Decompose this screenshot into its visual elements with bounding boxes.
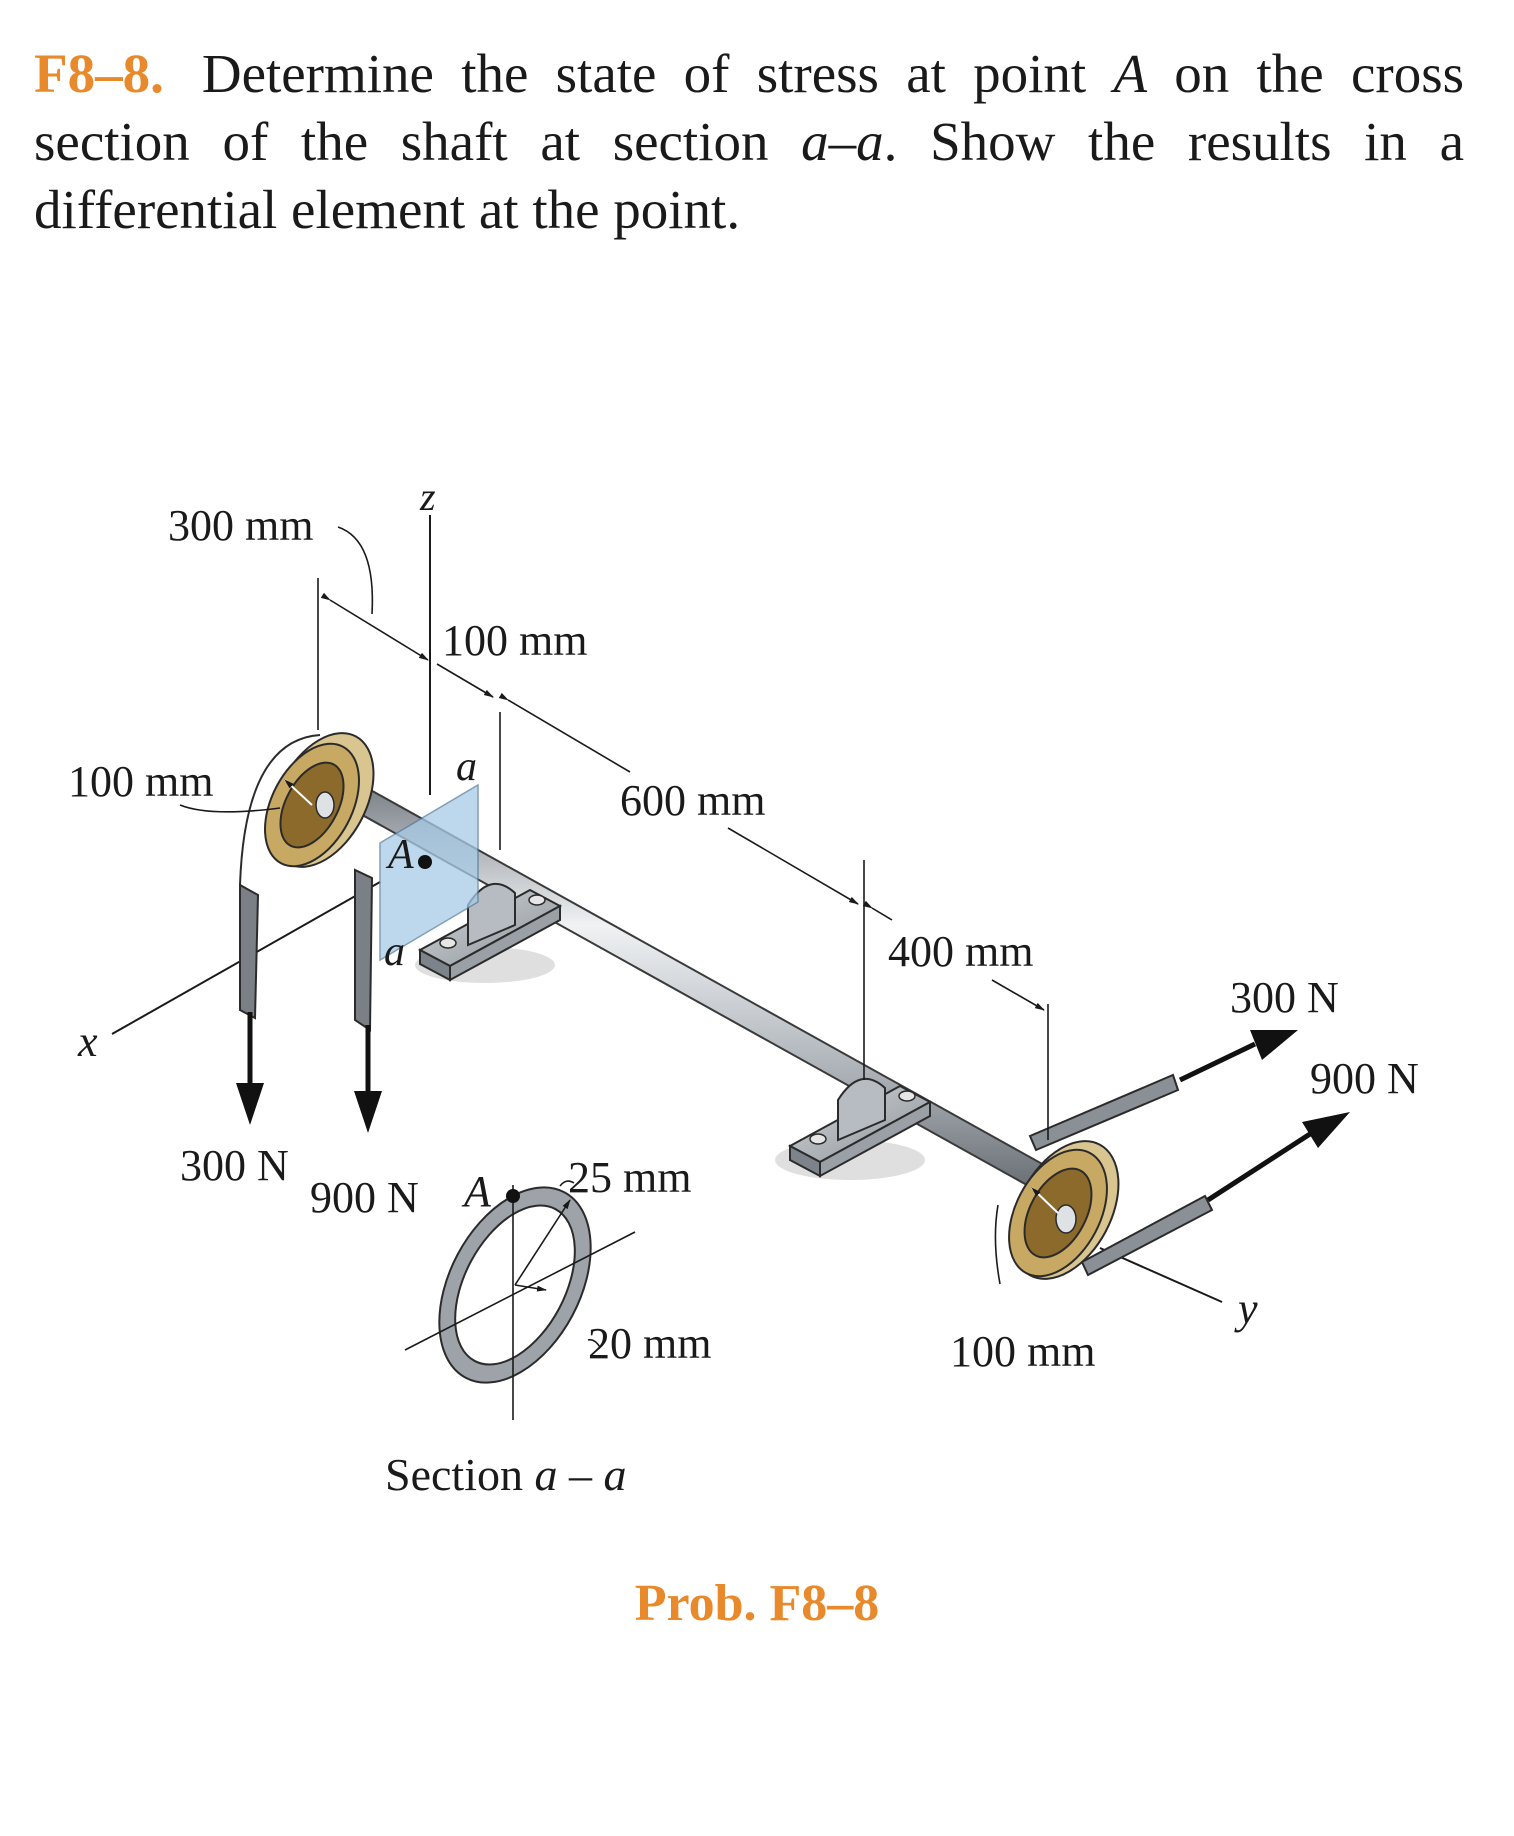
label-axis-x: x bbox=[77, 1017, 98, 1066]
label-300mm-top: 300 mm bbox=[168, 501, 313, 550]
dim-line-300mm bbox=[320, 592, 429, 661]
diagram-labels: 300 mm 100 mm 100 mm 600 mm 400 mm 100 m… bbox=[68, 474, 1419, 1500]
label-900n-left: 900 N bbox=[310, 1173, 419, 1222]
label-300n-left: 300 N bbox=[180, 1141, 289, 1190]
left-pulley bbox=[264, 732, 375, 868]
label-axis-y: y bbox=[1234, 1284, 1258, 1333]
problem-point-label: A bbox=[1113, 43, 1148, 104]
problem-text-2: on the cross section of the shaft at sec… bbox=[34, 43, 1464, 172]
cross-section-view bbox=[404, 1180, 636, 1420]
dimension-lines bbox=[179, 526, 1049, 1285]
problem-statement: F8–8. Determine the state of stress at po… bbox=[34, 40, 1464, 244]
label-400mm: 400 mm bbox=[888, 927, 1033, 976]
right-belt bbox=[1028, 1073, 1214, 1277]
label-100mm-right: 100 mm bbox=[950, 1327, 1095, 1376]
left-belt bbox=[239, 734, 374, 1032]
point-a-dot bbox=[418, 855, 432, 869]
label-100mm-left: 100 mm bbox=[68, 757, 213, 806]
label-300n-right: 300 N bbox=[1230, 973, 1339, 1022]
label-900n-right: 900 N bbox=[1310, 1054, 1419, 1103]
force-arrows bbox=[236, 1012, 1350, 1203]
label-axis-z: z bbox=[419, 474, 436, 519]
problem-section-label: a–a bbox=[801, 111, 884, 172]
label-25mm: 25 mm bbox=[568, 1153, 691, 1202]
section-point-a-dot bbox=[506, 1189, 520, 1203]
label-section-point-a: A bbox=[461, 1167, 492, 1216]
leader-100mm-left bbox=[179, 804, 281, 813]
force-900n-right-arrow bbox=[1206, 1131, 1312, 1203]
problem-number: F8–8. bbox=[34, 43, 164, 104]
left-shaft-stub bbox=[315, 791, 335, 819]
label-point-a: A bbox=[385, 832, 414, 878]
bearing-right bbox=[775, 1078, 933, 1180]
dim-line-600mm bbox=[498, 692, 631, 773]
label-20mm: 20 mm bbox=[588, 1319, 711, 1368]
section-label: Section a – a bbox=[385, 1449, 626, 1500]
label-section-a-bottom: a bbox=[384, 929, 405, 975]
dim-line-400mm bbox=[862, 900, 893, 921]
figure-caption: Prob. F8–8 bbox=[634, 1575, 880, 1632]
label-section-a-top: a bbox=[456, 744, 477, 790]
leader-100mm-right bbox=[994, 1204, 1001, 1285]
problem-text-3: . Show the results in a differential ele… bbox=[34, 111, 1464, 240]
force-300n-right-arrow bbox=[1178, 1041, 1257, 1083]
bearing-left bbox=[415, 883, 563, 983]
section-plane bbox=[379, 783, 479, 962]
right-pulley bbox=[1008, 1140, 1120, 1280]
problem-text-1: Determine the state of stress at point bbox=[201, 43, 1114, 104]
label-600mm: 600 mm bbox=[620, 776, 765, 825]
dim-line-100mm bbox=[436, 663, 494, 698]
label-100mm-top: 100 mm bbox=[442, 616, 587, 665]
